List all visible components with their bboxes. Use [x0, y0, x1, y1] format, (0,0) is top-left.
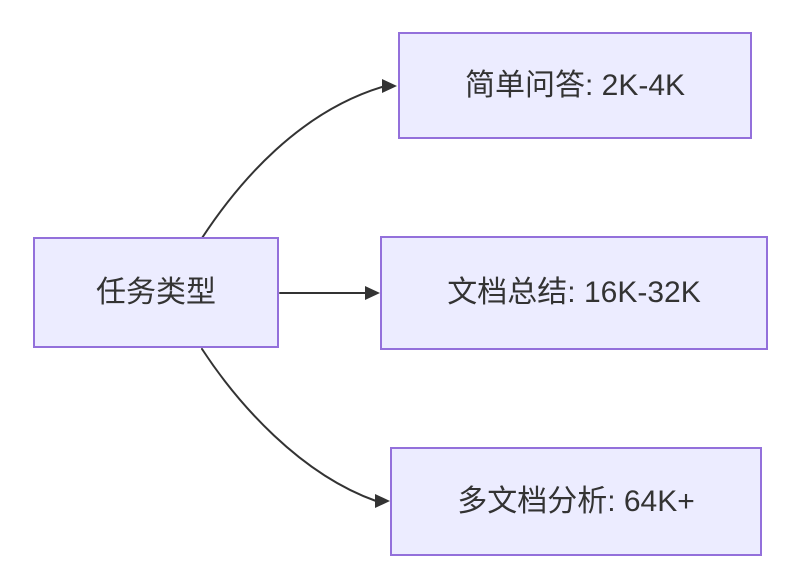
- node-task-type-label: 任务类型: [96, 275, 216, 309]
- arrowhead-icon: [365, 286, 380, 300]
- node-simple-qa-label: 简单问答: 2K-4K: [464, 68, 686, 102]
- arrowhead-icon: [375, 494, 390, 508]
- node-doc-summary-label: 文档总结: 16K-32K: [447, 276, 701, 309]
- node-multi-doc-analysis: 多文档分析: 64K+: [390, 447, 762, 556]
- node-simple-qa: 简单问答: 2K-4K: [398, 32, 752, 139]
- edge-root-to-branch-1: [279, 286, 380, 300]
- edge-root-to-branch-2: [201, 348, 390, 508]
- edge-root-to-branch-0: [201, 79, 397, 239]
- node-multi-doc-analysis-label: 多文档分析: 64K+: [457, 484, 695, 518]
- node-doc-summary: 文档总结: 16K-32K: [380, 236, 768, 350]
- arrowhead-icon: [382, 79, 397, 93]
- node-task-type: 任务类型: [33, 237, 279, 348]
